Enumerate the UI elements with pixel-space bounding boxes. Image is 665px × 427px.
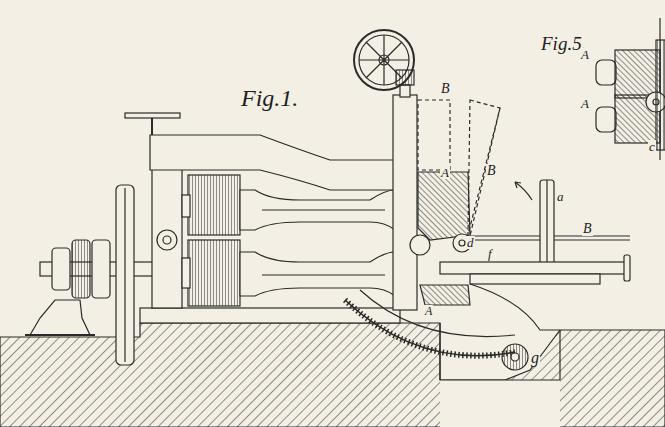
figure-label: Fig.1. [240,86,299,110]
part-label: A [424,305,433,317]
part-label: A [580,97,590,110]
part-label: f [487,247,493,260]
part-label: B [582,222,593,236]
part-label: B [486,164,497,178]
part-label: g [530,350,540,366]
part-label: c [648,140,656,153]
part-label: a [556,190,565,203]
part-label: d [466,236,475,249]
part-label: B [440,82,451,96]
drawing-lines [0,18,665,427]
part-label: A [440,166,450,179]
part-label: A [580,48,590,61]
